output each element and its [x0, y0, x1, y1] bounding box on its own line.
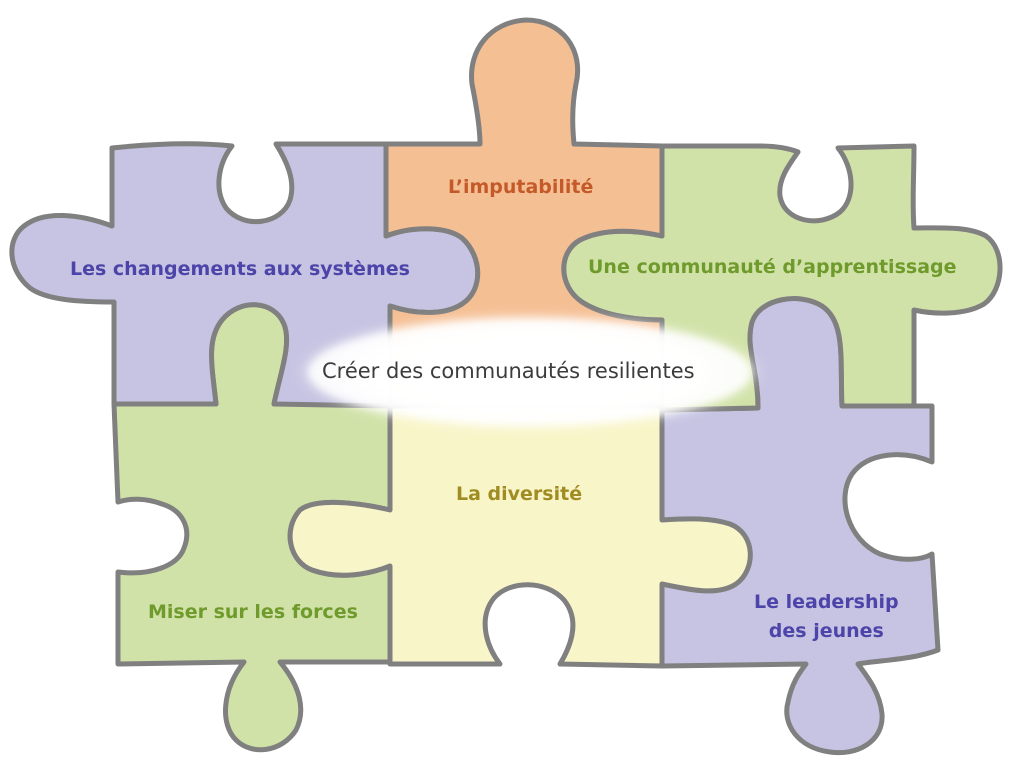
- piece-middle: [287, 403, 753, 669]
- label-bottom-left: Miser sur les forces: [148, 601, 358, 623]
- piece-top: [383, 17, 665, 409]
- center-label: Créer des communautés resilientes: [322, 359, 695, 383]
- label-bottom-right-line1: Le leadership: [754, 591, 899, 613]
- center-oval: [308, 320, 752, 424]
- label-middle: La diversité: [456, 483, 583, 505]
- label-bottom-right: Le leadership des jeunes: [754, 591, 899, 643]
- label-top: L’imputabilité: [448, 176, 594, 198]
- label-right: Une communauté d’apprentissage: [588, 256, 957, 278]
- label-left: Les changements aux systèmes: [70, 258, 410, 280]
- label-bottom-right-line2: des jeunes: [768, 619, 884, 642]
